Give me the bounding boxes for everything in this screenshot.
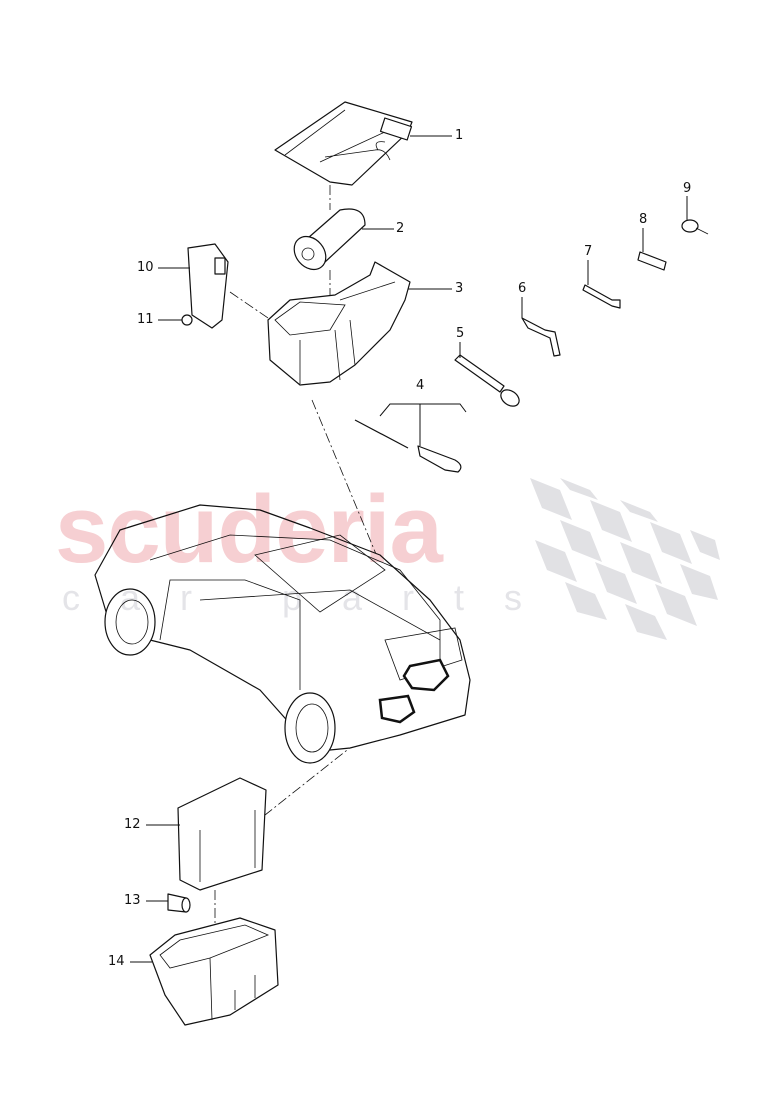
callout-14: 14 bbox=[108, 954, 125, 969]
callout-11: 11 bbox=[137, 312, 154, 327]
callout-10: 10 bbox=[137, 260, 154, 275]
checkered-flag-watermark bbox=[530, 478, 720, 640]
part-14-storage-tray bbox=[149, 917, 279, 1026]
callout-5: 5 bbox=[456, 326, 465, 341]
callout-8: 8 bbox=[639, 212, 648, 227]
part-1-cover-mat bbox=[274, 101, 413, 186]
callout-4: 4 bbox=[416, 378, 425, 393]
leader-lines bbox=[130, 135, 688, 963]
part-8-clip bbox=[637, 251, 667, 271]
part-3-storage-box bbox=[267, 261, 411, 386]
callout-9: 9 bbox=[683, 181, 692, 196]
callout-13: 13 bbox=[124, 893, 141, 908]
callout-2: 2 bbox=[396, 221, 405, 236]
part-10-side-panel bbox=[187, 243, 229, 329]
part-13-adapter bbox=[167, 893, 191, 913]
part-12-storage-bag bbox=[177, 777, 267, 891]
part-5-tow-eye bbox=[454, 354, 520, 407]
callout-1: 1 bbox=[455, 128, 464, 143]
part-7-wrench bbox=[582, 284, 621, 309]
callout-12: 12 bbox=[124, 817, 141, 832]
callout-3: 3 bbox=[455, 281, 464, 296]
part-2-compressor bbox=[293, 208, 366, 271]
callout-6: 6 bbox=[518, 281, 527, 296]
part-6-hook bbox=[521, 317, 561, 357]
part-11-nut bbox=[181, 314, 193, 326]
callout-7: 7 bbox=[584, 244, 593, 259]
part-9-spring bbox=[681, 219, 709, 235]
part-4-screwdriver bbox=[354, 403, 467, 473]
vehicle-illustration bbox=[94, 504, 471, 764]
